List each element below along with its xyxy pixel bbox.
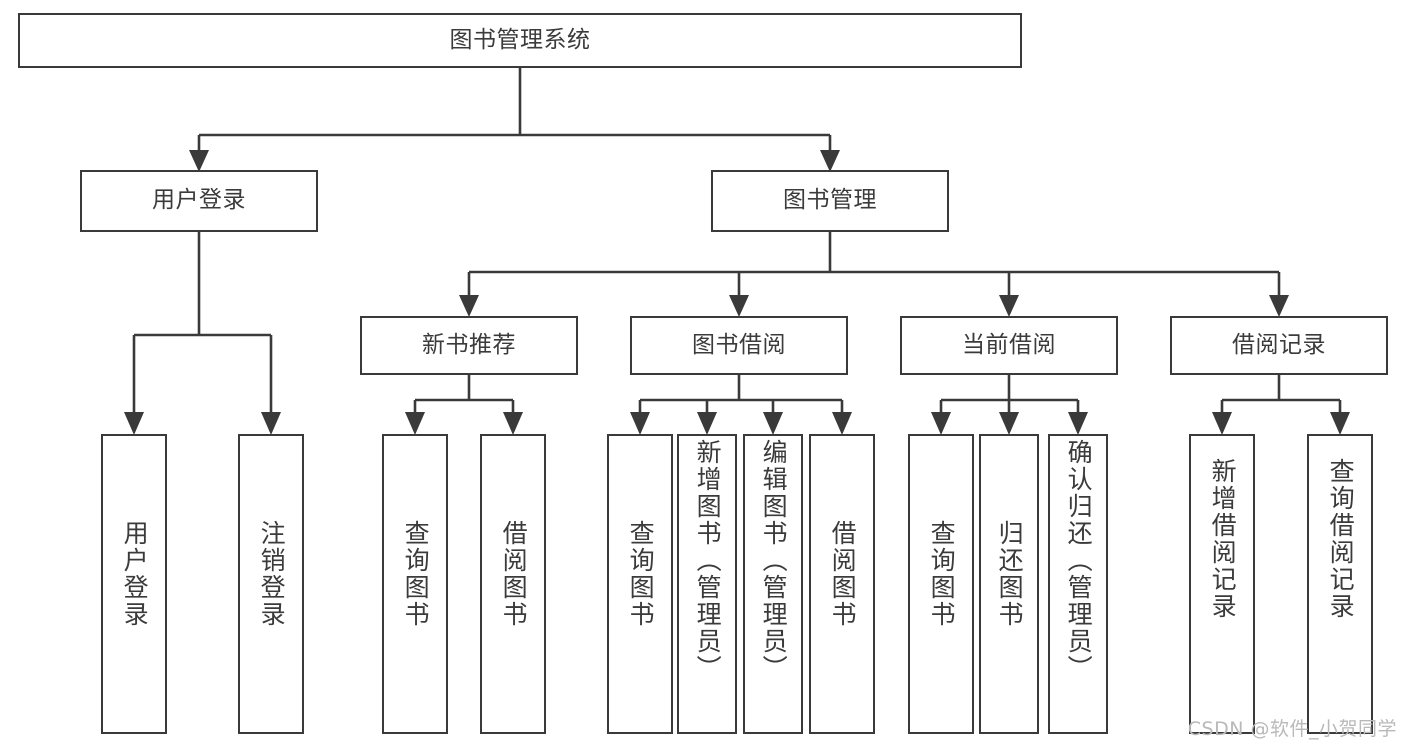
arrowhead-user-login	[189, 150, 209, 172]
node-current-borrowing[interactable]: 当前借阅	[900, 316, 1118, 375]
arrowhead-leaf-query-book-3	[931, 412, 951, 435]
node-leaf-return-book[interactable]: 归还图书	[979, 434, 1039, 734]
arrowhead-leaf-confirm-return	[1068, 412, 1088, 435]
arrowhead-book-manage	[820, 150, 840, 172]
arrowhead-leaf-add-record	[1212, 412, 1232, 435]
node-leaf-add-book-admin[interactable]: 新增图书（管理员）	[677, 434, 737, 734]
node-label: 当前借阅	[962, 331, 1056, 358]
node-leaf-borrow-book-newbook[interactable]: 借阅图书	[480, 434, 546, 734]
node-leaf-user-logout[interactable]: 注销登录	[238, 434, 304, 734]
node-label: 用户登录	[152, 187, 246, 214]
arrowhead-leaf-query-book-1	[405, 412, 425, 435]
node-label: 新书推荐	[422, 331, 516, 358]
node-label: 图书管理	[783, 187, 877, 214]
arrowhead-current-borrow	[999, 295, 1019, 317]
node-new-book-recommendation[interactable]: 新书推荐	[360, 316, 578, 375]
node-label: 查询借阅记录	[1326, 458, 1356, 620]
csdn-watermark: CSDN @软件_小贺同学	[1187, 718, 1397, 740]
arrowhead-leaf-borrow-book-1	[503, 412, 523, 435]
arrowhead-book-borrow	[729, 295, 749, 317]
node-label: 用户登录	[120, 520, 150, 628]
node-label: 查询图书	[401, 520, 431, 628]
node-borrowing-record[interactable]: 借阅记录	[1170, 316, 1388, 375]
node-root-book-management-system[interactable]: 图书管理系统	[18, 13, 1022, 68]
node-label: 图书借阅	[692, 331, 786, 358]
arrowhead-borrow-record	[1269, 295, 1289, 317]
node-label: 新增图书（管理员）	[693, 439, 723, 682]
arrowhead-leaf-user-logout	[261, 412, 281, 435]
node-book-management[interactable]: 图书管理	[711, 170, 949, 232]
node-label: 查询图书	[927, 520, 957, 628]
node-label: 确认归还（管理员）	[1064, 439, 1094, 682]
arrowhead-new-book-rec	[459, 295, 479, 317]
arrowhead-leaf-query-record	[1330, 412, 1350, 435]
node-label: 注销登录	[257, 520, 287, 628]
node-leaf-confirm-return-admin[interactable]: 确认归还（管理员）	[1048, 434, 1108, 734]
node-label: 新增借阅记录	[1208, 458, 1238, 620]
node-leaf-query-book-newbook[interactable]: 查询图书	[382, 434, 448, 734]
node-leaf-edit-book-admin[interactable]: 编辑图书（管理员）	[743, 434, 803, 734]
node-leaf-borrow-book-borrow[interactable]: 借阅图书	[809, 434, 875, 734]
node-leaf-query-borrow-record[interactable]: 查询借阅记录	[1307, 434, 1373, 734]
arrowhead-leaf-return-book	[999, 412, 1019, 435]
node-label: 图书管理系统	[449, 26, 591, 53]
node-label: 借阅记录	[1232, 331, 1326, 358]
node-label: 归还图书	[995, 520, 1025, 628]
node-leaf-user-login[interactable]: 用户登录	[101, 434, 167, 734]
node-label: 借阅图书	[499, 520, 529, 628]
node-book-borrowing[interactable]: 图书借阅	[630, 316, 848, 375]
arrowhead-leaf-borrow-book-2	[832, 412, 852, 435]
arrowhead-leaf-user-login	[124, 412, 144, 435]
arrowhead-leaf-edit-book	[763, 412, 783, 435]
node-user-login[interactable]: 用户登录	[80, 170, 318, 232]
node-label: 借阅图书	[828, 520, 858, 628]
arrowhead-leaf-query-book-2	[630, 412, 650, 435]
arrowhead-leaf-add-book	[697, 412, 717, 435]
node-leaf-add-borrow-record[interactable]: 新增借阅记录	[1189, 434, 1255, 734]
node-label: 查询图书	[626, 520, 656, 628]
node-leaf-query-book-borrow[interactable]: 查询图书	[607, 434, 673, 734]
node-label: 编辑图书（管理员）	[759, 439, 789, 682]
node-leaf-query-book-current[interactable]: 查询图书	[908, 434, 974, 734]
